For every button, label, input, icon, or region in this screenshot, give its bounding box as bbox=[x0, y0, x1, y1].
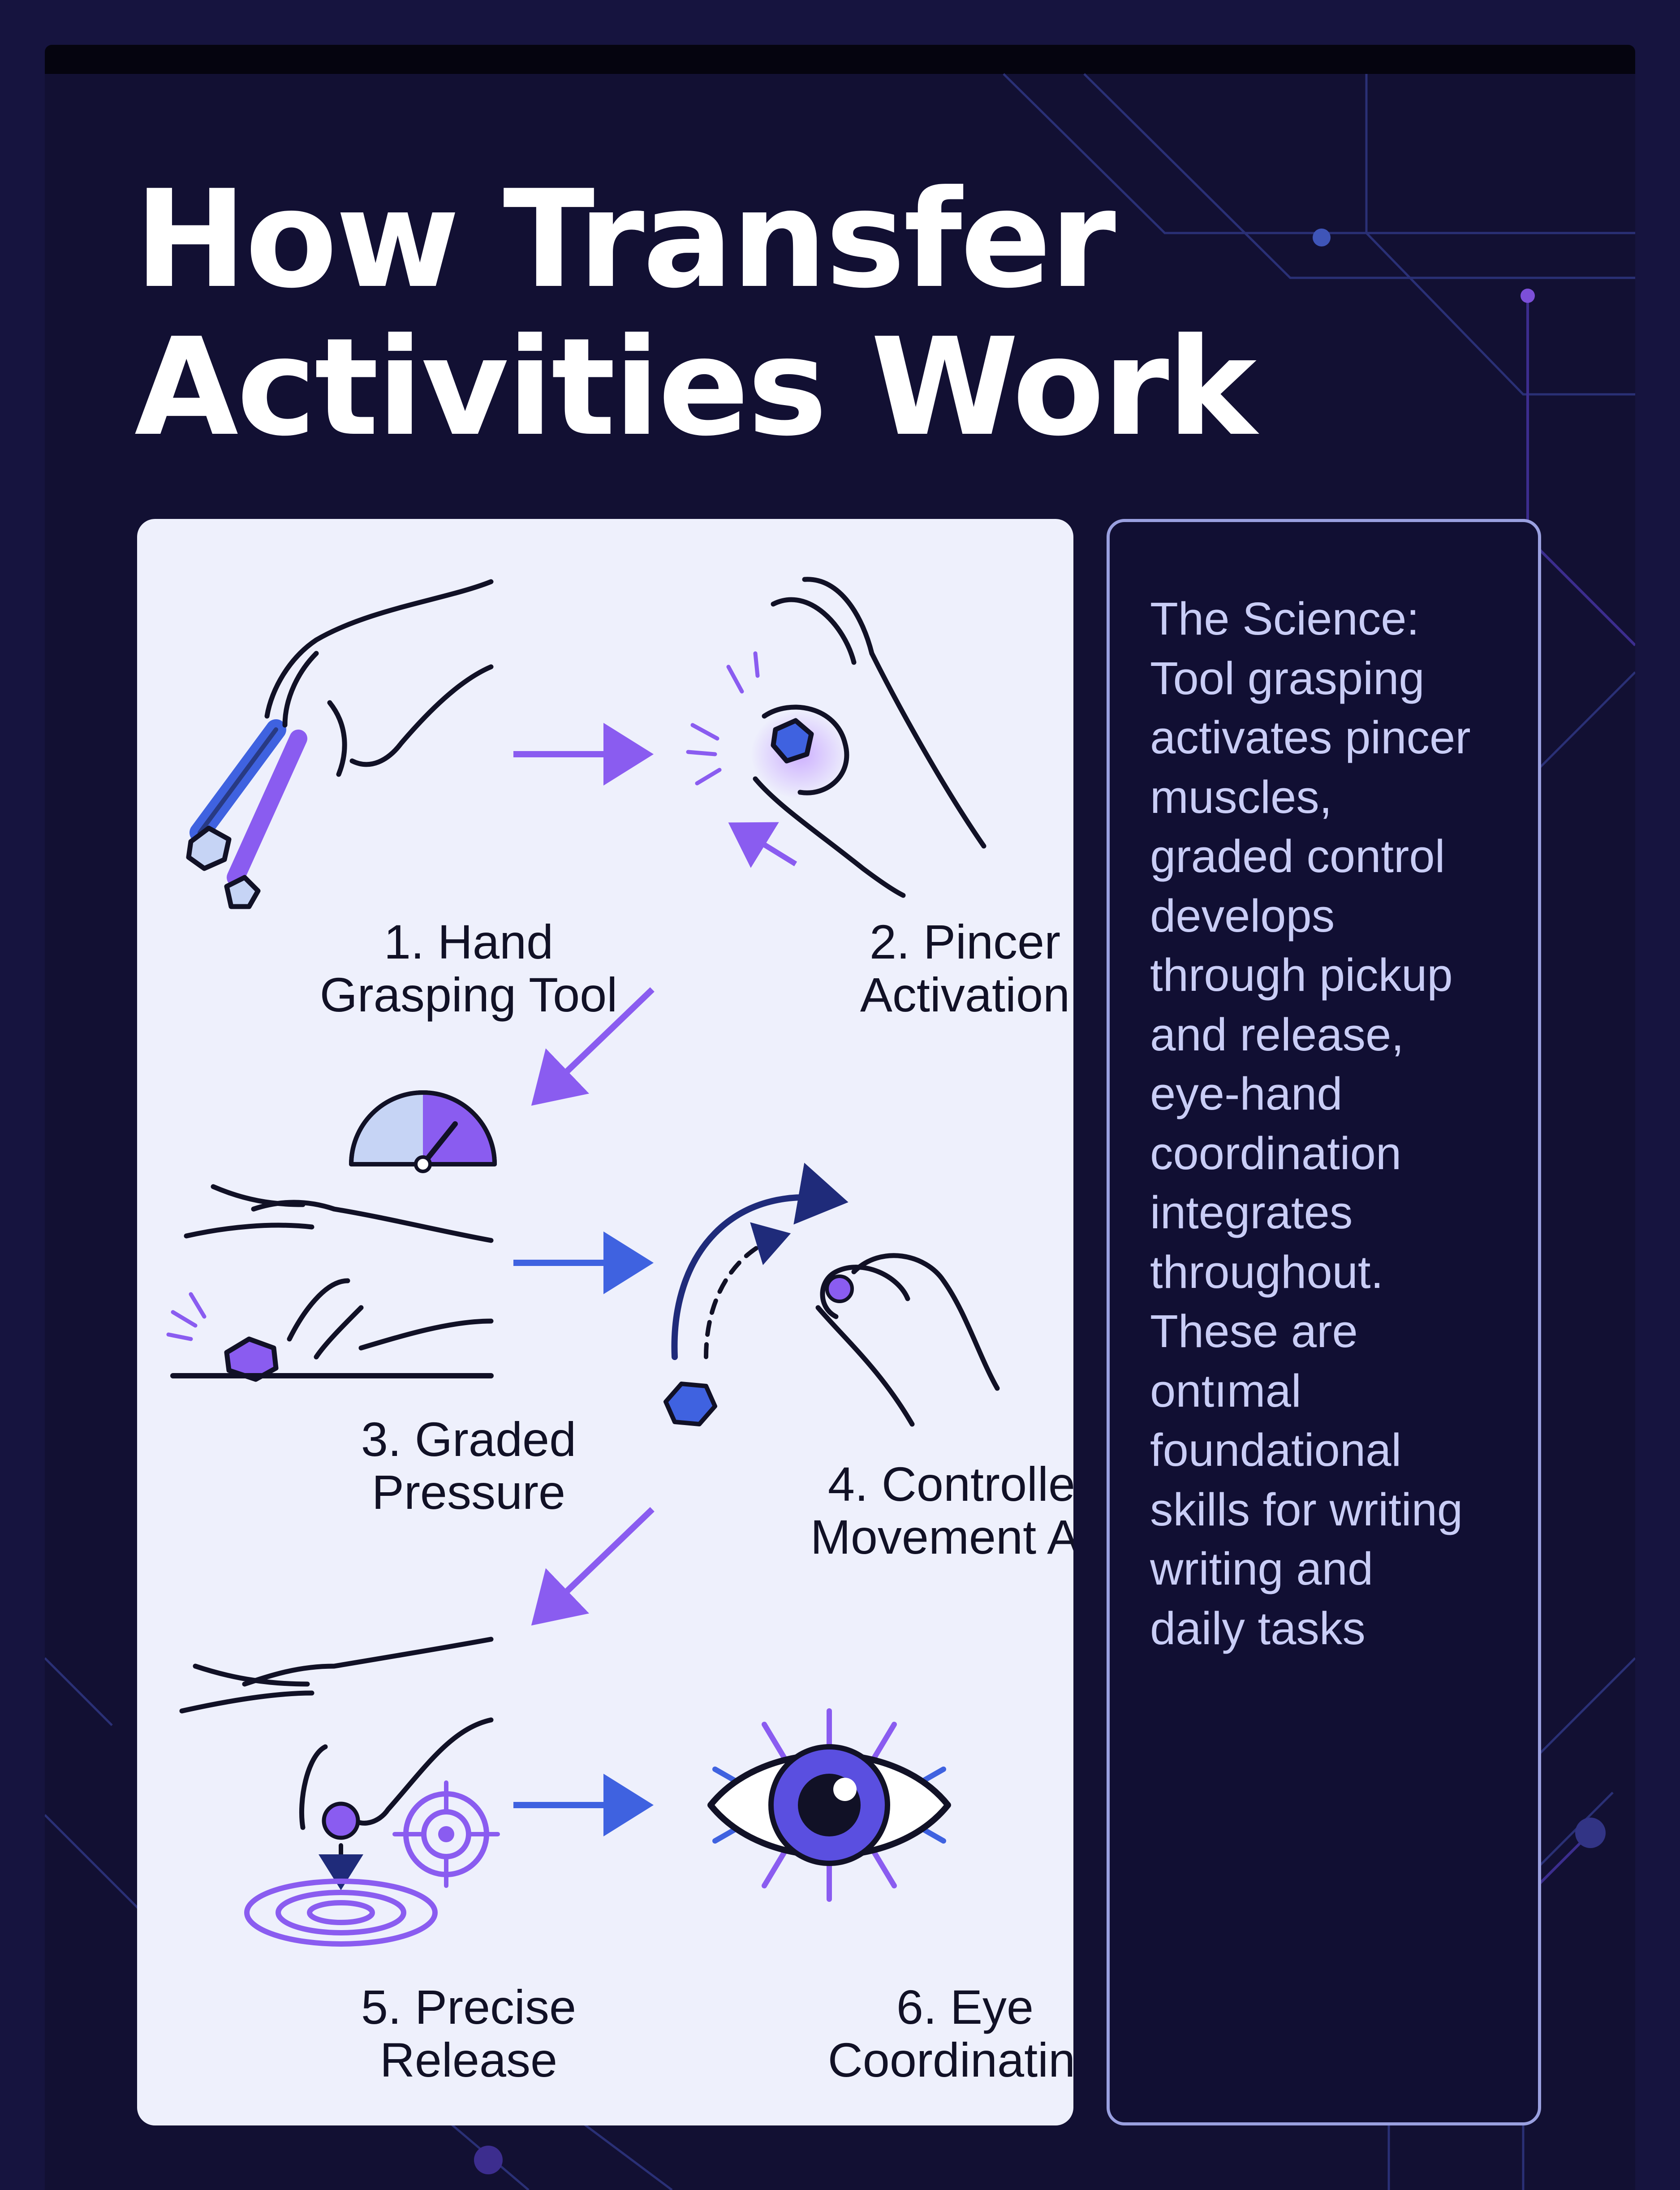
step-4-label: 4. Controlled Movement Arc bbox=[745, 1458, 1073, 1564]
science-line: muscles, bbox=[1150, 771, 1332, 823]
science-line: and release, bbox=[1150, 1008, 1404, 1060]
step-5-subtitle: Release bbox=[379, 2033, 558, 2087]
science-line: eye-hand bbox=[1150, 1068, 1343, 1119]
step-6-title: 6. Eye bbox=[896, 1980, 1034, 2034]
science-text: The Science: Tool grasping activates pince… bbox=[1150, 589, 1517, 1658]
science-line: develops bbox=[1150, 890, 1335, 942]
science-line: graded control bbox=[1150, 830, 1445, 882]
step-4-subtitle: Movement Arc bbox=[810, 1510, 1073, 1564]
science-line: daily tasks bbox=[1150, 1602, 1366, 1654]
movement-arc-icon bbox=[663, 1162, 1000, 1427]
step-1-label: 1. Hand Grasping Tool bbox=[249, 916, 688, 1021]
step-1-title: 1. Hand bbox=[383, 915, 554, 969]
step-1-subtitle: Grasping Tool bbox=[319, 968, 618, 1022]
arrow-2-to-3 bbox=[531, 987, 655, 1106]
science-line: coordination bbox=[1150, 1127, 1402, 1179]
arrow-4-to-5 bbox=[531, 1507, 655, 1626]
pressure-gauge-icon bbox=[349, 1090, 497, 1173]
title-line-1: How Transfer bbox=[134, 161, 1116, 318]
science-line: activates pincer bbox=[1150, 712, 1471, 763]
step-2-title: 2. Pincer bbox=[869, 915, 1061, 969]
step-2-subtitle: Activation bbox=[860, 968, 1070, 1022]
target-release-icon bbox=[179, 1637, 500, 1947]
science-line: writing and bbox=[1150, 1543, 1374, 1594]
science-line: Tool grasping bbox=[1150, 652, 1425, 704]
step-5-title: 5. Precise bbox=[361, 1980, 577, 2034]
step-3-label: 3. Graded Pressure bbox=[249, 1413, 688, 1519]
step-6-label: 6. Eye Coordinating bbox=[745, 1981, 1073, 2086]
step-2-label: 2. Pincer Activation bbox=[745, 916, 1073, 1021]
step-6-subtitle: Coordinating bbox=[827, 2033, 1073, 2087]
steps-card: 1. Hand Grasping Tool 2. Pincer Activati… bbox=[137, 519, 1073, 2125]
page-title: How Transfer Activities Work bbox=[134, 161, 1257, 466]
infographic-frame: How Transfer Activities Work bbox=[45, 45, 1635, 2190]
title-line-2: Activities Work bbox=[134, 309, 1257, 466]
top-bar bbox=[45, 45, 1635, 74]
science-panel: The Science: Tool grasping activates pince… bbox=[1107, 519, 1541, 2125]
science-line: ontımal bbox=[1150, 1365, 1301, 1417]
science-line: throughout. bbox=[1150, 1246, 1384, 1298]
science-line: through pickup bbox=[1150, 949, 1453, 1001]
hand-tongs-icon bbox=[186, 579, 494, 909]
step-3-subtitle: Pressure bbox=[371, 1465, 566, 1519]
steps-illustrations bbox=[166, 577, 1000, 1947]
science-line: These are bbox=[1150, 1305, 1358, 1357]
science-line: foundational bbox=[1150, 1424, 1402, 1476]
step-4-title: 4. Controlled bbox=[827, 1457, 1073, 1511]
pincer-arrow bbox=[728, 822, 797, 868]
pincer-fingers-icon bbox=[686, 577, 986, 898]
science-line: skills for writing bbox=[1150, 1483, 1463, 1535]
step-3-title: 3. Graded bbox=[361, 1412, 577, 1466]
eye-icon bbox=[707, 1708, 951, 1902]
pressing-hand-icon bbox=[166, 1184, 494, 1382]
science-line: integrates bbox=[1150, 1187, 1353, 1238]
science-line: The Science: bbox=[1150, 593, 1420, 644]
step-5-label: 5. Precise Release bbox=[249, 1981, 688, 2086]
